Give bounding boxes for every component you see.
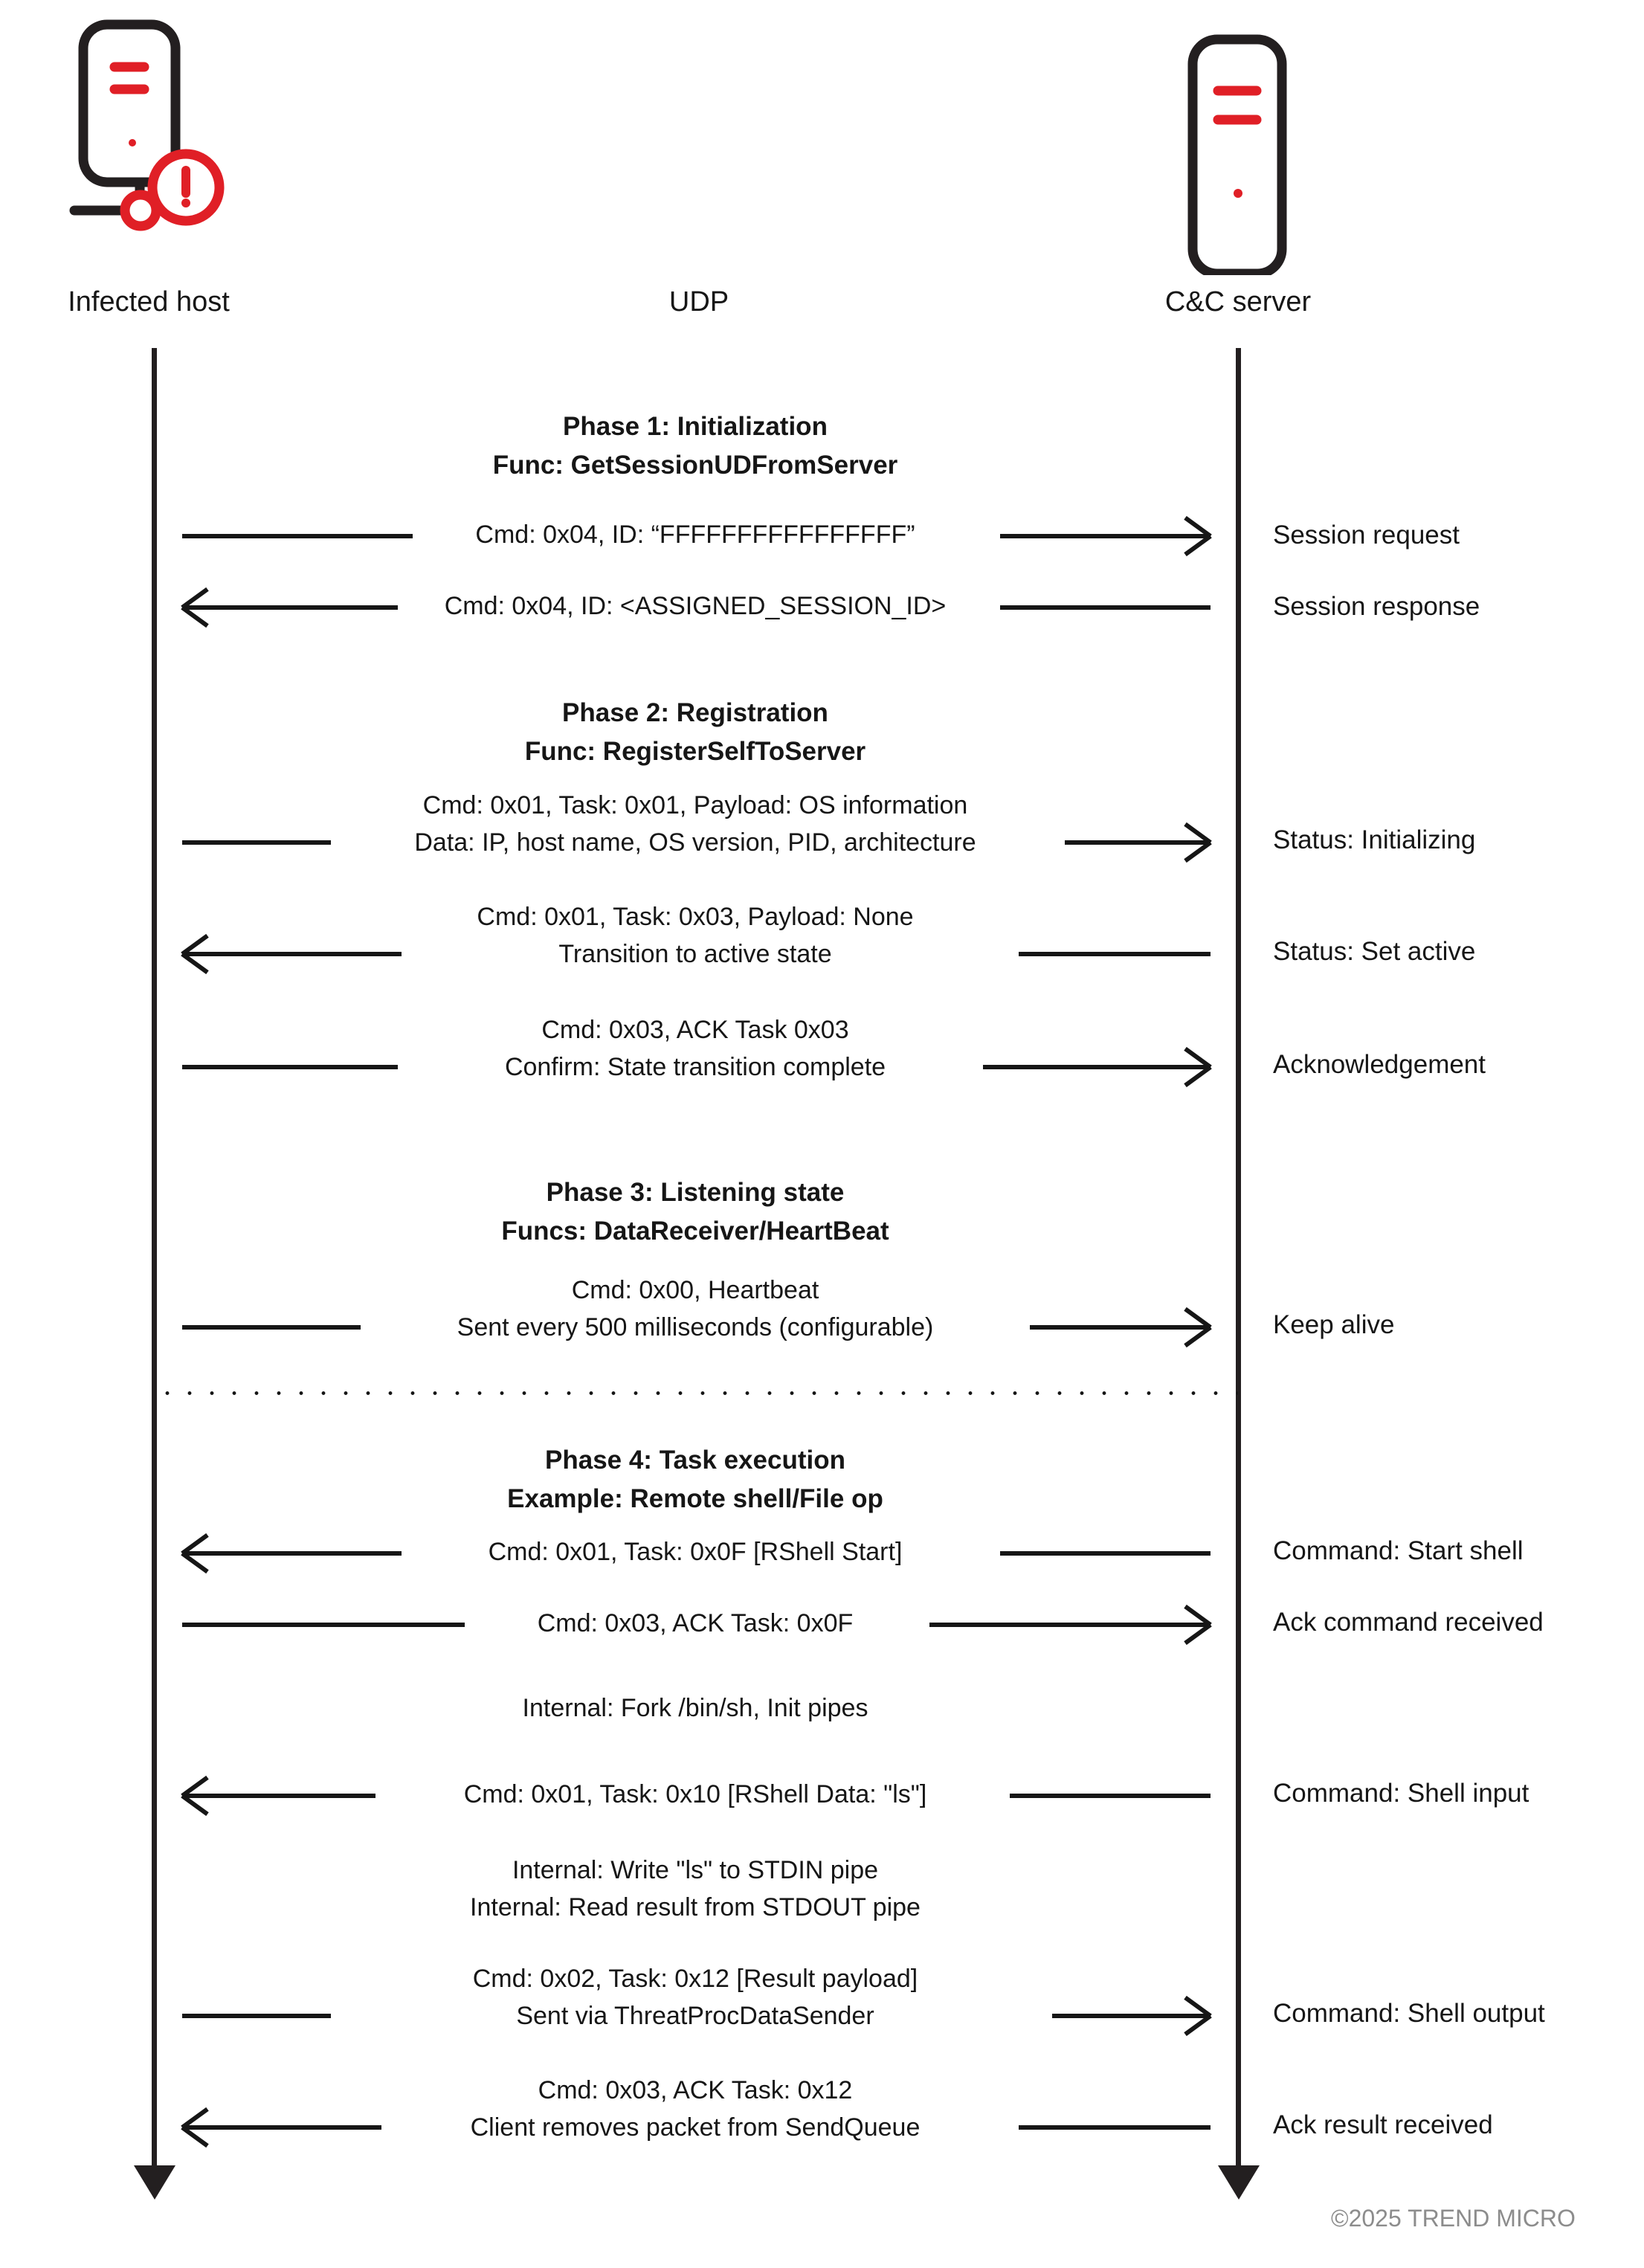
phase-separator <box>156 1391 1238 1396</box>
internal-note: Internal: Fork /bin/sh, Init pipes <box>178 1689 1212 1727</box>
message-line: Sent via ThreatProcDataSender <box>516 2002 874 2030</box>
right-annotation: Session response <box>1273 592 1480 621</box>
arrow-shaft <box>182 2014 331 2018</box>
lifeline-cc-server <box>1236 348 1241 2168</box>
right-annotation: Command: Shell output <box>1273 1999 1545 2028</box>
right-annotation: Status: Initializing <box>1273 825 1476 854</box>
internal-note: Internal: Write "ls" to STDIN pipe Inter… <box>178 1852 1212 1926</box>
arrow-shaft <box>182 534 413 538</box>
phase-subtitle-3: Funcs: DataReceiver/HeartBeat <box>501 1217 889 1246</box>
message-text: Cmd: 0x01, Task: 0x10 [RShell Data: "ls"… <box>178 1776 1212 1813</box>
phase-subtitle-4: Example: Remote shell/File op <box>507 1484 883 1513</box>
arrow-shaft <box>1019 952 1211 956</box>
message-line: Cmd: 0x03, ACK Task: 0x12 <box>538 2076 853 2104</box>
arrow-shaft <box>1000 605 1211 610</box>
phase-title-3: Phase 3: Listening state <box>546 1178 845 1207</box>
message-text: Cmd: 0x03, ACK Task: 0x0F <box>178 1605 1212 1642</box>
lifeline-end-arrow-left <box>134 2165 175 2200</box>
phase-title-1: Phase 1: Initialization <box>563 412 828 441</box>
message-line: Cmd: 0x04, ID: <ASSIGNED_SESSION_ID> <box>444 592 947 620</box>
right-annotation: Command: Shell input <box>1273 1779 1529 1808</box>
phase-heading-2: Phase 2: Registration Func: RegisterSelf… <box>178 694 1212 771</box>
message-line: Cmd: 0x02, Task: 0x12 [Result payload] <box>472 1965 918 1993</box>
arrow-shaft <box>182 1325 361 1330</box>
message-line: Cmd: 0x01, Task: 0x01, Payload: OS infor… <box>422 791 968 819</box>
arrow-shaft <box>929 1623 1211 1627</box>
message-text: Cmd: 0x01, Task: 0x03, Payload: None Tra… <box>178 898 1212 973</box>
arrow-shaft <box>1000 534 1211 538</box>
message-text: Cmd: 0x03, ACK Task: 0x12 Client removes… <box>178 2072 1212 2146</box>
message-line: Client removes packet from SendQueue <box>470 2113 921 2142</box>
arrow-shaft <box>182 605 398 610</box>
right-annotation: Session request <box>1273 521 1460 550</box>
protocol-label: UDP <box>668 286 729 318</box>
copyright-notice: ©2025 TREND MICRO <box>1331 2205 1576 2232</box>
message-line: Internal: Fork /bin/sh, Init pipes <box>522 1694 868 1722</box>
right-annotation: Ack command received <box>1273 1608 1544 1637</box>
phase-heading-4: Phase 4: Task execution Example: Remote … <box>178 1441 1212 1518</box>
message-line: Confirm: State transition complete <box>504 1053 886 1081</box>
actor-label-left: Infected host <box>68 286 230 318</box>
arrow-shaft <box>182 2125 381 2130</box>
message-line: Internal: Read result from STDOUT pipe <box>470 1893 921 1921</box>
phase-heading-3: Phase 3: Listening state Funcs: DataRece… <box>178 1173 1212 1251</box>
phase-title-4: Phase 4: Task execution <box>545 1446 845 1475</box>
actor-label-right: C&C server <box>1164 286 1312 318</box>
message-line: Transition to active state <box>558 940 832 968</box>
arrow-shaft <box>1052 2014 1211 2018</box>
right-annotation: Status: Set active <box>1273 937 1476 966</box>
arrow-shaft <box>182 1623 465 1627</box>
message-text: Cmd: 0x02, Task: 0x12 [Result payload] S… <box>178 1960 1212 2035</box>
right-annotation: Command: Start shell <box>1273 1536 1524 1565</box>
arrow-shaft <box>182 1065 398 1069</box>
message-line: Data: IP, host name, OS version, PID, ar… <box>414 828 976 857</box>
phase-subtitle-2: Func: RegisterSelfToServer <box>524 737 866 766</box>
arrow-shaft <box>182 952 402 956</box>
message-text: Cmd: 0x04, ID: “FFFFFFFFFFFFFFFF” <box>178 516 1212 553</box>
message-text: Cmd: 0x01, Task: 0x0F [RShell Start] <box>178 1533 1212 1570</box>
phase-heading-1: Phase 1: Initialization Func: GetSession… <box>178 407 1212 485</box>
message-text: Cmd: 0x04, ID: <ASSIGNED_SESSION_ID> <box>178 587 1212 625</box>
message-line: Cmd: 0x01, Task: 0x03, Payload: None <box>477 903 914 931</box>
arrow-shaft <box>182 840 331 845</box>
message-text: Cmd: 0x03, ACK Task 0x03 Confirm: State … <box>178 1011 1212 1086</box>
message-line: Cmd: 0x04, ID: “FFFFFFFFFFFFFFFF” <box>475 521 915 549</box>
phase-subtitle-1: Func: GetSessionUDFromServer <box>492 451 898 480</box>
infected-host-icon <box>45 15 268 275</box>
arrow-shaft <box>182 1551 402 1556</box>
arrow-shaft <box>1065 840 1211 845</box>
arrow-shaft <box>1010 1794 1211 1798</box>
message-line: Cmd: 0x03, ACK Task: 0x0F <box>537 1609 854 1637</box>
arrow-shaft <box>1019 2125 1211 2130</box>
arrow-shaft <box>983 1065 1211 1069</box>
message-line: Cmd: 0x01, Task: 0x10 [RShell Data: "ls"… <box>463 1780 927 1808</box>
arrow-shaft <box>1030 1325 1211 1330</box>
message-line: Cmd: 0x01, Task: 0x0F [RShell Start] <box>488 1538 903 1566</box>
message-line: Internal: Write "ls" to STDIN pipe <box>512 1856 879 1884</box>
right-annotation: Acknowledgement <box>1273 1050 1486 1079</box>
message-line: Cmd: 0x00, Heartbeat <box>571 1276 819 1304</box>
message-line: Cmd: 0x03, ACK Task 0x03 <box>541 1016 849 1044</box>
lifeline-infected-host <box>152 348 157 2168</box>
message-line: Sent every 500 milliseconds (configurabl… <box>457 1313 934 1341</box>
lifeline-end-arrow-right <box>1218 2165 1260 2200</box>
arrow-shaft <box>1000 1551 1211 1556</box>
message-text: Cmd: 0x00, Heartbeat Sent every 500 mill… <box>178 1272 1212 1346</box>
message-text: Cmd: 0x01, Task: 0x01, Payload: OS infor… <box>178 787 1212 861</box>
right-annotation: Keep alive <box>1273 1310 1395 1339</box>
arrow-shaft <box>182 1794 375 1798</box>
right-annotation: Ack result received <box>1273 2110 1493 2139</box>
phase-title-2: Phase 2: Registration <box>562 698 828 727</box>
cc-server-icon <box>1160 15 1316 279</box>
